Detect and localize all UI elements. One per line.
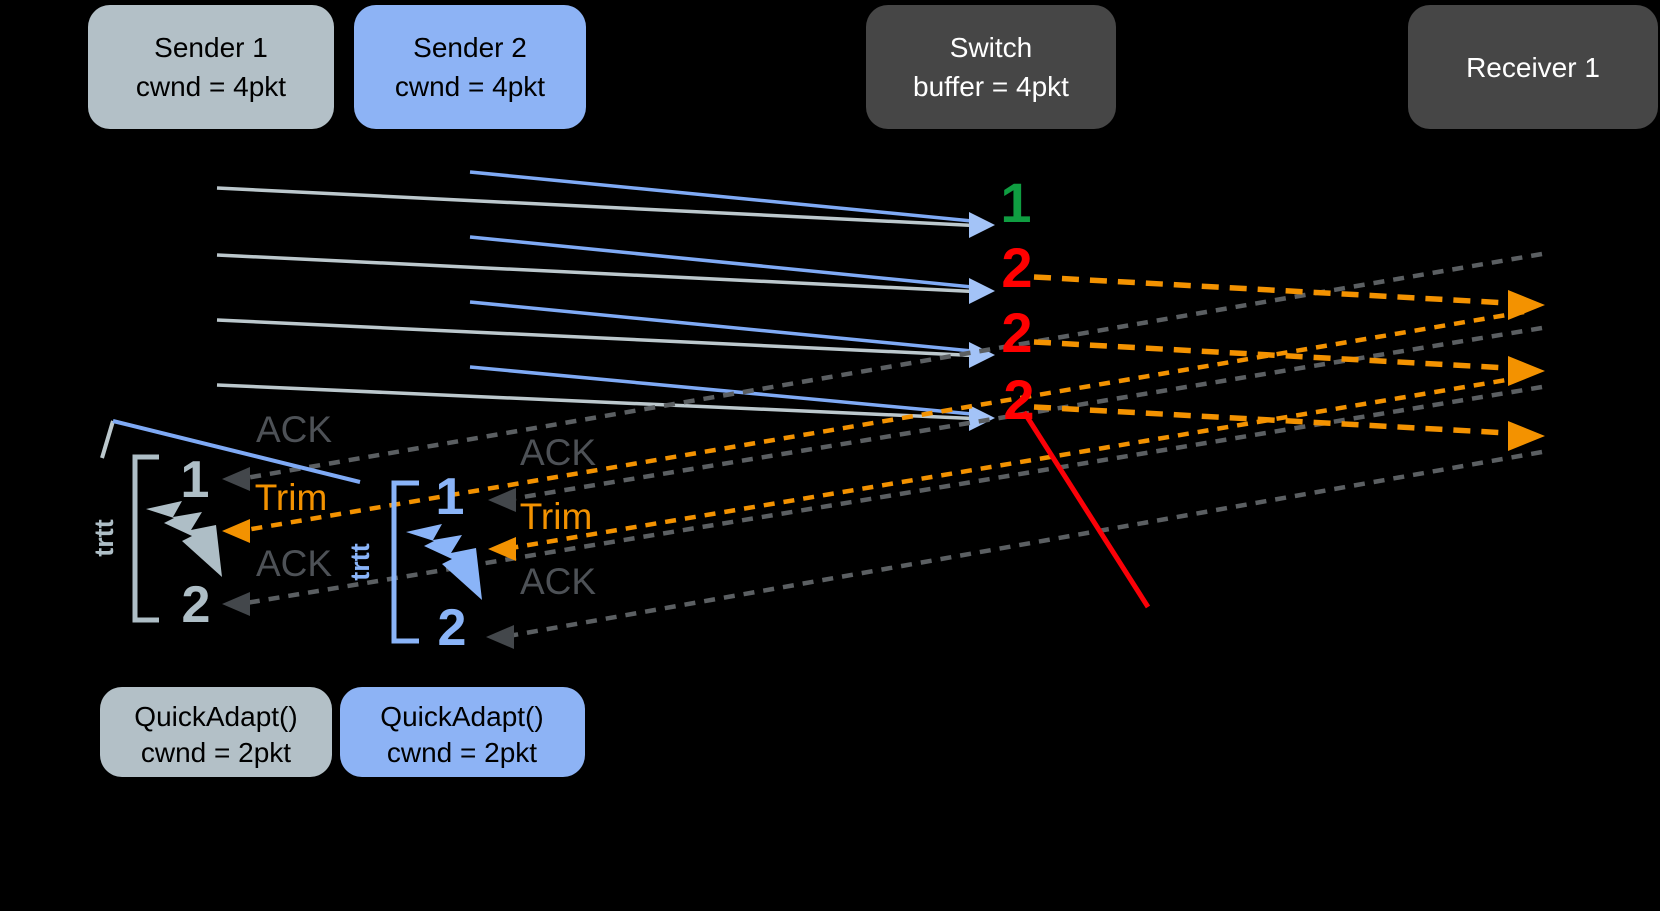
sender2-box-cwnd: cwnd = 4pkt xyxy=(395,71,545,102)
sender1-pkt1-number: 1 xyxy=(181,451,210,509)
switch-arrival-arrowheads xyxy=(969,212,995,431)
quickadapt1-box xyxy=(100,687,332,777)
sender1-packet-line xyxy=(216,383,985,421)
sender1-rtt-label: trtt xyxy=(89,519,119,556)
sender1-pkt2-number: 2 xyxy=(182,576,211,634)
sender2-packet-line xyxy=(469,300,973,353)
sender2-rtt-bracket xyxy=(391,480,419,644)
quickadapt1-title: QuickAdapt() xyxy=(134,701,297,732)
trimmed-header-lines xyxy=(1033,274,1545,451)
sender2-ack2-label: ACK xyxy=(520,561,596,602)
switch-box-buffer: buffer = 4pkt xyxy=(913,71,1069,102)
trimmed-header-arrowhead-icon xyxy=(1508,421,1545,451)
sender1-lightning-icon xyxy=(146,501,222,577)
sender1-packet-line xyxy=(216,186,985,228)
ack-arrowhead-icon xyxy=(488,488,516,512)
trim-line-to-sender1 xyxy=(239,309,1525,534)
trimmed-header-line xyxy=(1033,339,1509,371)
sender1-packet-line xyxy=(216,253,985,294)
receiver-box-title: Receiver 1 xyxy=(1466,52,1600,83)
ack-arrowhead-icon xyxy=(222,592,250,616)
ack-arrowhead-icon xyxy=(486,625,514,649)
sender2-trim-label: Trim xyxy=(520,496,593,537)
sender2-timeline: trtt 1 2 ACK Trim ACK xyxy=(345,432,596,657)
trimmed-header-line xyxy=(1033,274,1509,306)
queue-slot-4: 2 xyxy=(1003,368,1034,431)
quickadapt2-box xyxy=(340,687,585,777)
arrival-arrowhead-icon xyxy=(969,278,995,304)
trim-arrowhead-icon xyxy=(222,519,250,543)
sender2-timeline-lead-line xyxy=(112,419,361,484)
sender2-pkt1-number: 1 xyxy=(436,468,465,526)
sender2-packet-lines xyxy=(469,170,973,416)
quickadapt1-cwnd: cwnd = 2pkt xyxy=(141,737,291,768)
sender1-box xyxy=(88,5,334,129)
switch-queue-numbers: 1 2 2 2 xyxy=(1000,171,1034,431)
arrival-arrowhead-icon xyxy=(969,342,995,368)
trimmed-header-line xyxy=(1033,404,1509,436)
drop-pointer-line xyxy=(1021,410,1151,609)
sender1-trim-label: Trim xyxy=(255,477,328,518)
arrival-arrowhead-icon xyxy=(969,212,995,238)
sender1-timeline: trtt 1 2 ACK Trim ACK xyxy=(89,409,332,634)
sender2-packet-line xyxy=(469,365,973,416)
sender1-box-title: Sender 1 xyxy=(154,32,268,63)
sender1-packet-line xyxy=(216,318,985,358)
sender2-packet-line xyxy=(469,235,973,289)
quickadapt2-title: QuickAdapt() xyxy=(380,701,543,732)
sender2-rtt-label: trtt xyxy=(345,543,375,580)
switch-box xyxy=(866,5,1116,129)
ack-arrowhead-icon xyxy=(222,467,250,491)
trim-arrowhead-icon xyxy=(488,537,516,561)
queue-slot-3: 2 xyxy=(1001,301,1032,364)
sender1-rtt-bracket xyxy=(132,454,159,623)
sender2-ack1-label: ACK xyxy=(520,432,596,473)
sender1-box-cwnd: cwnd = 4pkt xyxy=(136,71,286,102)
sender2-box xyxy=(354,5,586,129)
sender2-lightning-icon xyxy=(406,524,482,600)
sender2-box-title: Sender 2 xyxy=(413,32,527,63)
sender2-packet-line xyxy=(469,170,973,223)
switch-box-title: Switch xyxy=(950,32,1032,63)
trimmed-header-arrowhead-icon xyxy=(1508,290,1545,320)
queue-slot-1: 1 xyxy=(1000,171,1031,234)
sender1-timeline-tick xyxy=(100,420,115,459)
ack-line-to-sender2-pkt2 xyxy=(502,449,1543,640)
trim-return-lines xyxy=(222,309,1525,561)
trim-line-to-sender2 xyxy=(504,374,1525,552)
node-boxes: Sender 1 cwnd = 4pkt Sender 2 cwnd = 4pk… xyxy=(88,5,1658,777)
receiver-box xyxy=(1408,5,1658,129)
sender1-packet-lines xyxy=(216,186,985,421)
queue-slot-2: 2 xyxy=(1001,236,1032,299)
trimmed-header-arrowhead-icon xyxy=(1508,356,1545,386)
quickadapt2-cwnd: cwnd = 2pkt xyxy=(387,737,537,768)
sender2-pkt2-number: 2 xyxy=(438,599,467,657)
arrival-arrowhead-icon xyxy=(969,405,995,431)
ack-return-lines xyxy=(222,251,1543,649)
sender1-ack2-label: ACK xyxy=(256,543,332,584)
sender1-ack1-label: ACK xyxy=(256,409,332,450)
